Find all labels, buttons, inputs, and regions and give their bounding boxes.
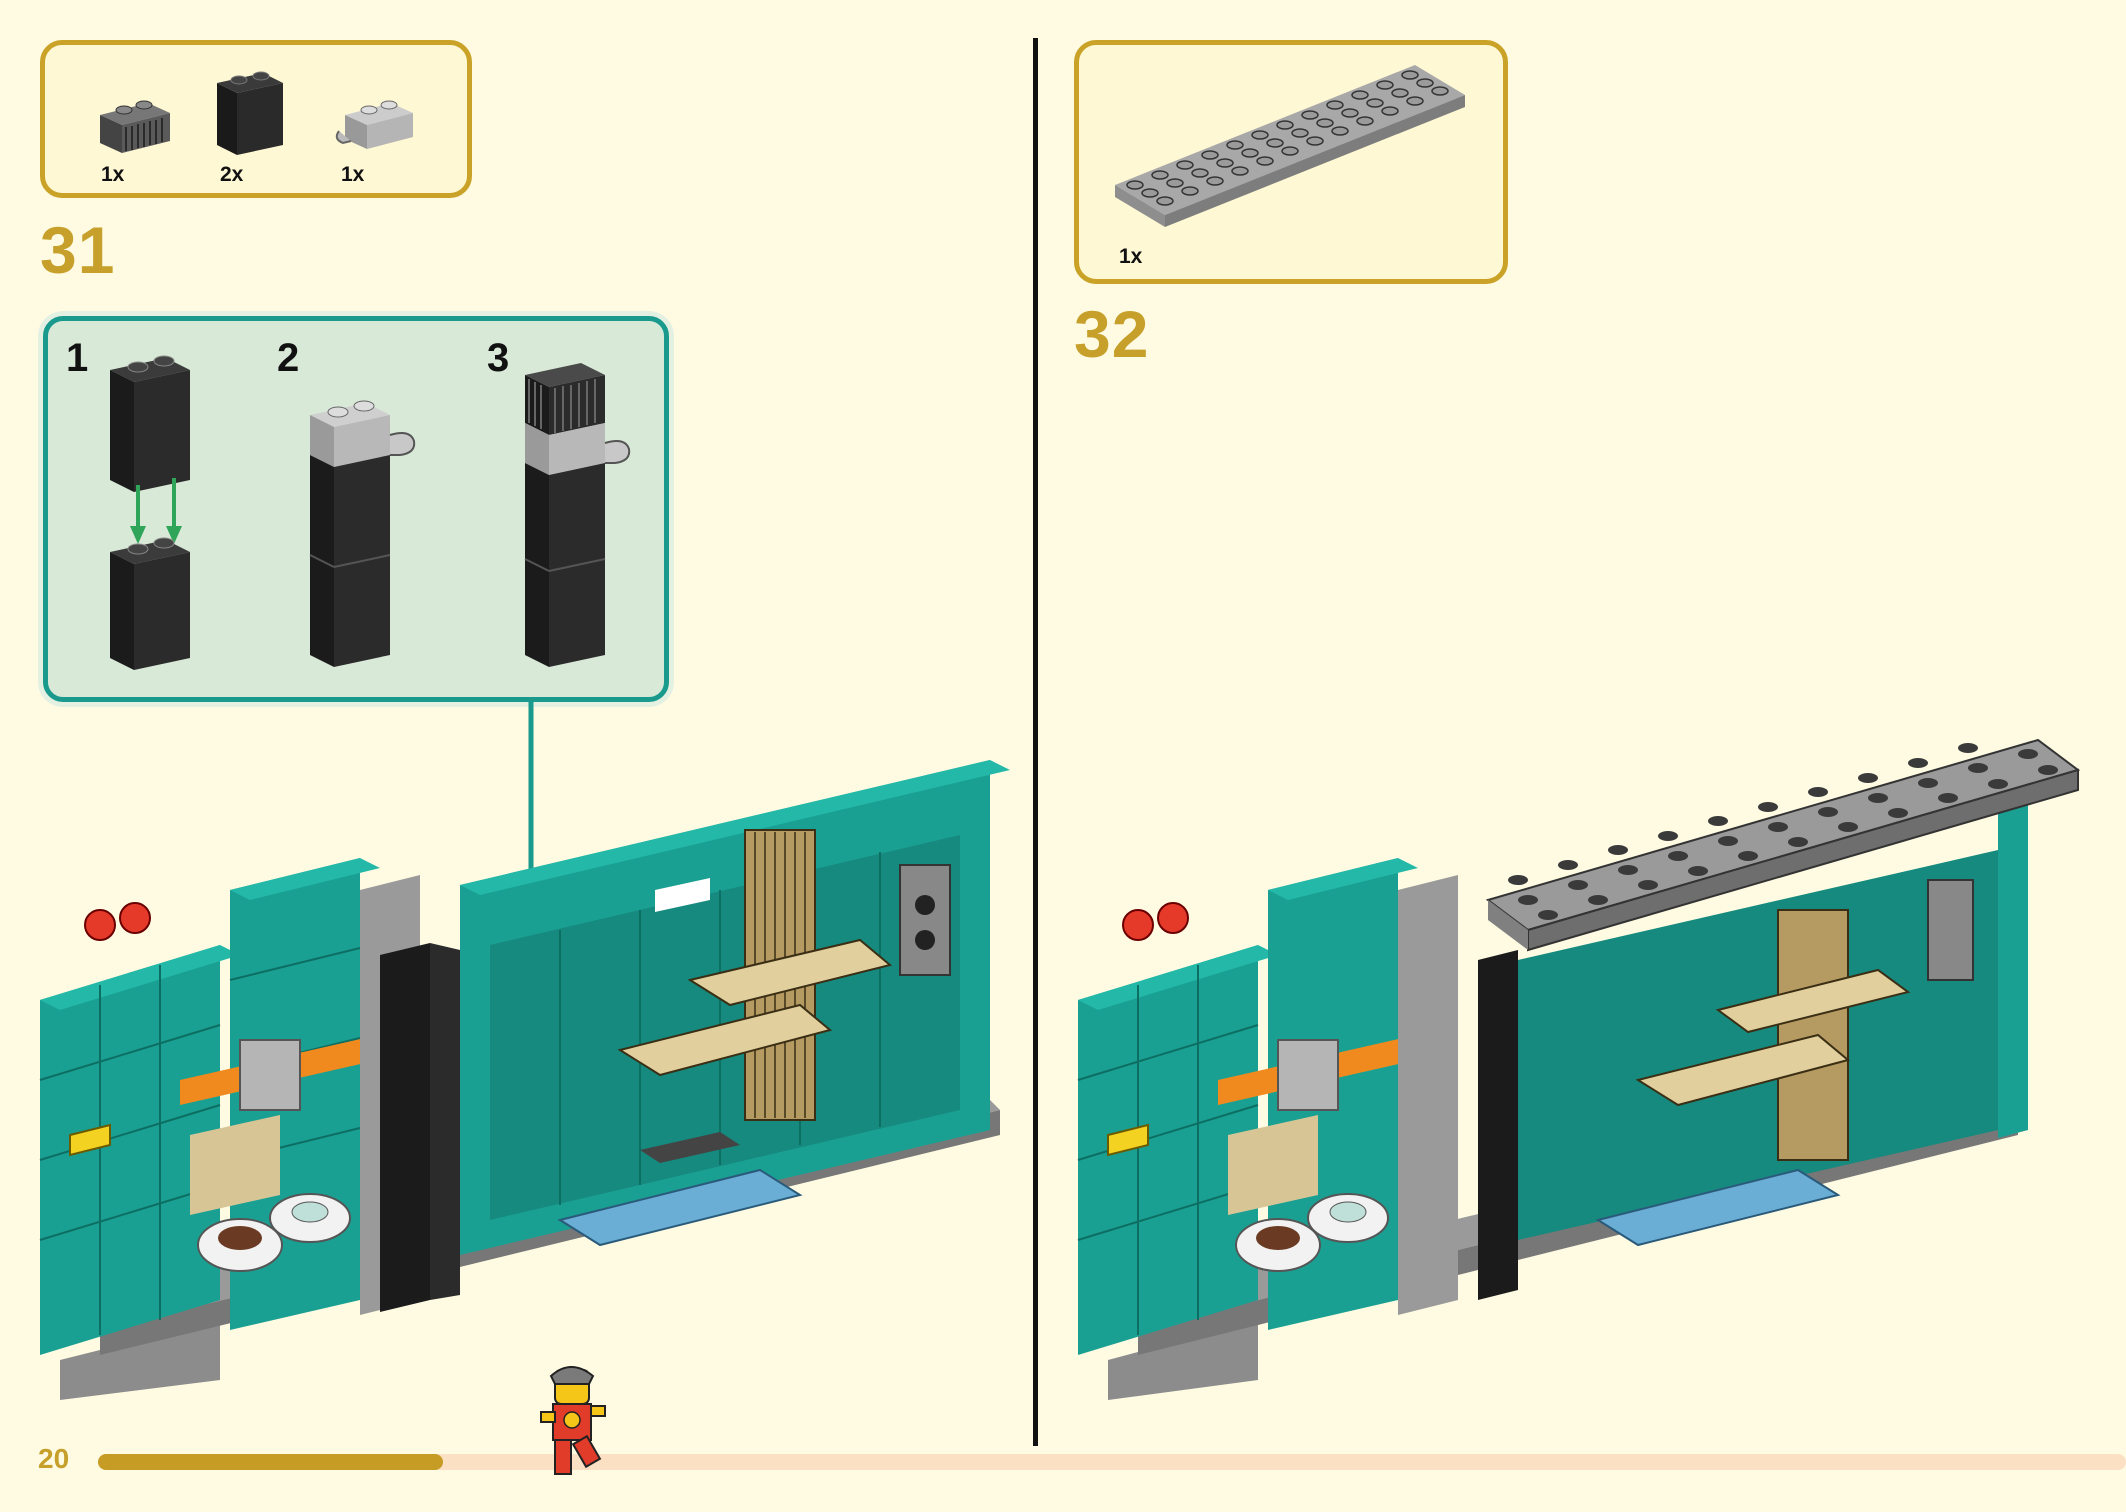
substep-label-1: 1 bbox=[66, 336, 89, 380]
step-number-31: 31 bbox=[40, 213, 116, 287]
substep-2-illustration bbox=[309, 400, 416, 667]
minifigure-mascot-icon bbox=[540, 1366, 606, 1475]
step-number-32: 32 bbox=[1074, 297, 1150, 371]
grey-plate-4x12-icon bbox=[1115, 65, 1465, 227]
black-brick-1x2x2-icon bbox=[217, 71, 283, 155]
grey-clip-brick-icon bbox=[335, 100, 413, 149]
dark-grey-grille-brick-icon bbox=[100, 100, 170, 153]
step32-model-illustration bbox=[1077, 738, 2081, 1400]
substep-1-illustration bbox=[110, 355, 190, 670]
part-qty-2: 2x bbox=[220, 163, 244, 186]
substep-label-2: 2 bbox=[277, 336, 300, 380]
part-qty-plate: 1x bbox=[1119, 245, 1143, 268]
page-number: 20 bbox=[38, 1443, 70, 1474]
progress-bar bbox=[98, 1454, 2126, 1470]
page-divider bbox=[1033, 38, 1038, 1446]
part-qty-1: 1x bbox=[101, 163, 125, 186]
step31-model-illustration bbox=[39, 760, 1010, 1400]
substep-3-illustration bbox=[524, 363, 631, 667]
step31-parts-callout: 1x 2x 1x bbox=[40, 40, 472, 198]
step32-parts-callout: 1x bbox=[1074, 40, 1508, 284]
substep-label-3: 3 bbox=[487, 336, 510, 380]
part-qty-3: 1x bbox=[341, 163, 365, 186]
progress-fill bbox=[98, 1454, 443, 1470]
